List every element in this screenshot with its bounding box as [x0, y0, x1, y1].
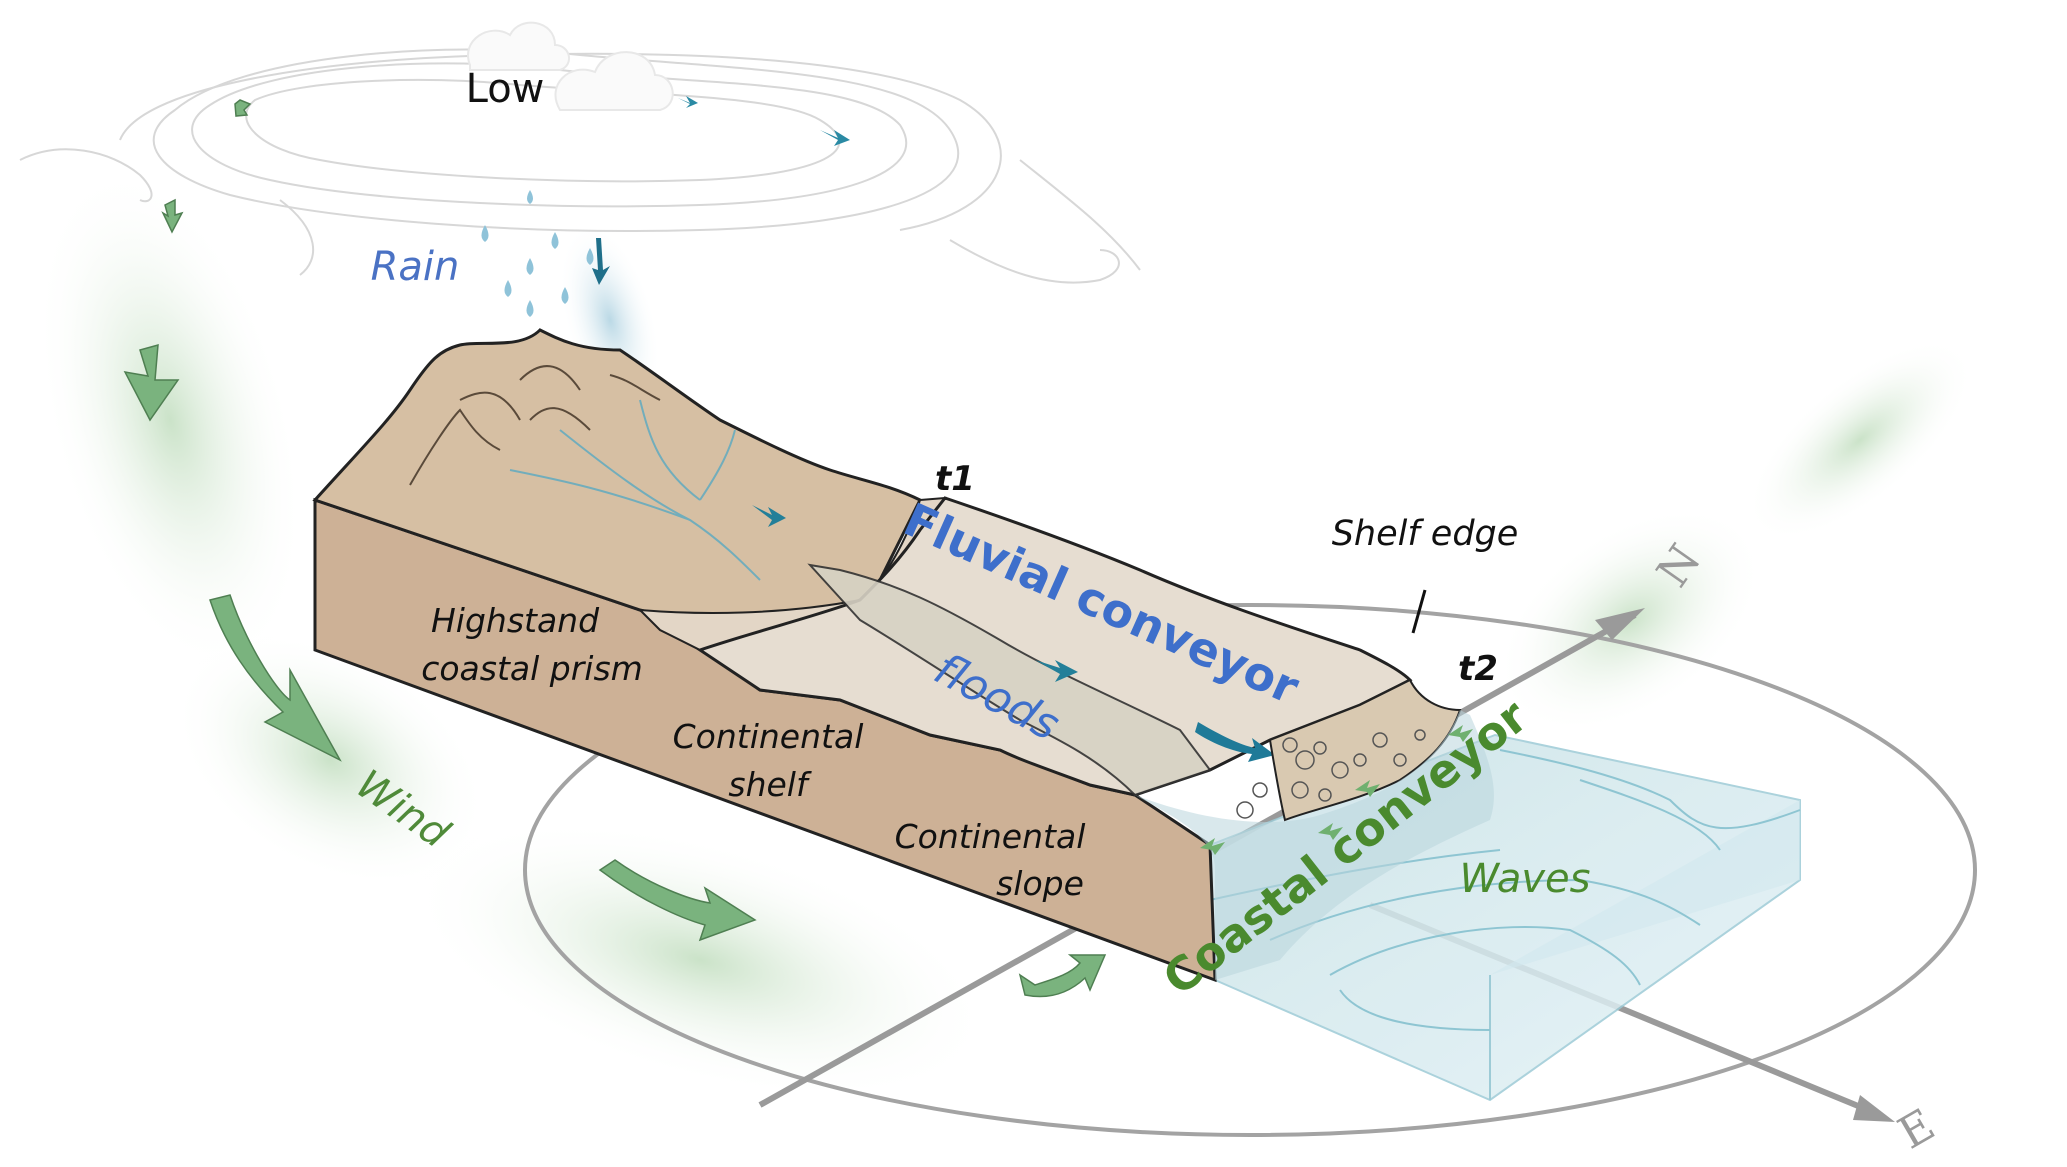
shelf-edge-gravel [1268, 678, 1462, 822]
shelf-edge-leader [1411, 589, 1427, 634]
low-pressure-isobars [19, 48, 1141, 284]
t2-marker: t2 [1458, 649, 1498, 689]
cloud-icon [467, 21, 674, 111]
river-flow-arrow-icon [752, 505, 786, 527]
compass-north-arrowhead [1595, 608, 1645, 640]
t1-marker: t1 [935, 459, 975, 499]
delta-flow-arrow-icon [1195, 722, 1275, 762]
highstand-label-line1: Highstand [431, 601, 600, 640]
river-network [509, 399, 761, 581]
slope-label-line2: slope [996, 864, 1084, 903]
coastal-flow-arrows [1200, 725, 1473, 855]
wind-arrow-icon [234, 99, 252, 117]
wind-arrow-icon [598, 859, 757, 942]
compass-ring [523, 603, 1977, 1137]
wind-arrow-icon [209, 594, 342, 762]
compass-east-arrowhead [1853, 1095, 1895, 1122]
slope-label-line1: Continental [895, 817, 1086, 856]
wind-arrow-icon [1018, 954, 1107, 998]
wind-arrow-icon [123, 343, 180, 422]
cloud-flow-arrows [678, 96, 850, 146]
highland-ridges [409, 365, 661, 486]
coastal-conveyor-band [1135, 710, 1494, 980]
shelf-label-line2: shelf [728, 765, 812, 804]
waves-label: Waves [1460, 856, 1591, 902]
highstand-label-line2: coastal prism [421, 649, 643, 688]
low-pressure-label: Low [466, 66, 545, 112]
gravel-clasts [1236, 729, 1426, 819]
incised-valley [807, 563, 1212, 797]
wind-arrow-icon [161, 198, 184, 234]
channel-flow-arrow-icon [1035, 660, 1078, 682]
wind-arrows [123, 99, 1107, 998]
raindrops [481, 190, 594, 317]
shelf-edge-label: Shelf edge [1332, 514, 1519, 554]
rain-arrow-icon [592, 238, 610, 285]
rain-label: Rain [371, 244, 460, 290]
shelf-label-line1: Continental [673, 717, 864, 756]
compass-east-label: E [1890, 1099, 1943, 1159]
